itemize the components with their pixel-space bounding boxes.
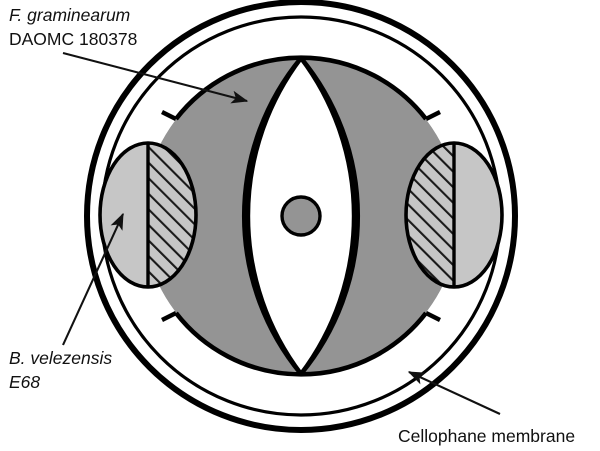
membrane-cap-right-top [425,110,441,121]
bacterial-colony-right [404,141,504,289]
label-membrane-line1: Cellophane membrane [398,426,575,446]
bacterium-leader-arrow [62,212,124,346]
label-fungus: F. graminearum DAOMC 180378 [9,5,137,49]
bacterial-colony-left [98,141,198,289]
label-bacterium: B. velezensis E68 [9,348,112,392]
center-inoculation-circle [280,195,322,237]
membrane-cap-left-top [161,110,177,121]
membrane-cap-left-bottom [161,311,177,322]
membrane-cap-right-bottom [425,311,441,322]
cellophane-membrane-right [299,56,360,376]
membrane-leader-arrow [407,371,501,415]
label-membrane: Cellophane membrane [398,426,575,446]
cellophane-membrane-left [242,56,303,376]
label-fungus-line2: DAOMC 180378 [9,29,137,49]
fungus-leader-arrow [62,51,249,104]
fungal-lawn-outline-bottom [174,311,428,377]
label-bacterium-line2: E68 [9,372,40,392]
fungal-lawn-region [143,55,459,377]
label-bacterium-line1: B. velezensis [9,348,112,368]
label-fungus-line1: F. graminearum [9,5,130,25]
